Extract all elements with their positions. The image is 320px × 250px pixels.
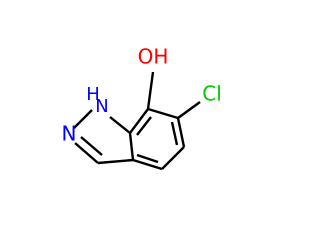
bond-c5-c4 xyxy=(161,146,185,170)
bond-c6-c5 xyxy=(176,117,186,148)
hydroxyl-label: OH xyxy=(138,45,169,69)
nh-hydrogen-label: H xyxy=(86,84,100,105)
nh-nitrogen-label: N xyxy=(95,96,108,117)
atom-labels: OH Cl H N N xyxy=(62,45,222,146)
bond-c6-cl xyxy=(177,101,201,119)
bond-c7a-c7 xyxy=(129,108,149,134)
n2-nitrogen-label: N xyxy=(62,122,77,146)
bond-n1-n2 xyxy=(73,109,93,129)
bond-n2-c3 xyxy=(74,142,99,164)
bond-c6-c5-double xyxy=(170,121,179,146)
bond-c7-oh xyxy=(146,71,155,110)
bond-c4-c3a-double xyxy=(136,153,159,164)
molecule-structure-diagram: OH Cl H N N xyxy=(62,45,222,171)
bond-c3a-c7a xyxy=(128,132,135,161)
bond-c7a-c7-double xyxy=(136,116,152,136)
chlorine-label: Cl xyxy=(202,82,222,106)
bond-c4-c3a xyxy=(132,158,163,171)
bond-c7-c6 xyxy=(147,107,179,120)
bonds xyxy=(73,71,201,171)
bond-n2-c3-double xyxy=(80,136,103,156)
bond-c7a-n1 xyxy=(109,116,131,134)
bond-c3-c3a xyxy=(97,158,134,165)
